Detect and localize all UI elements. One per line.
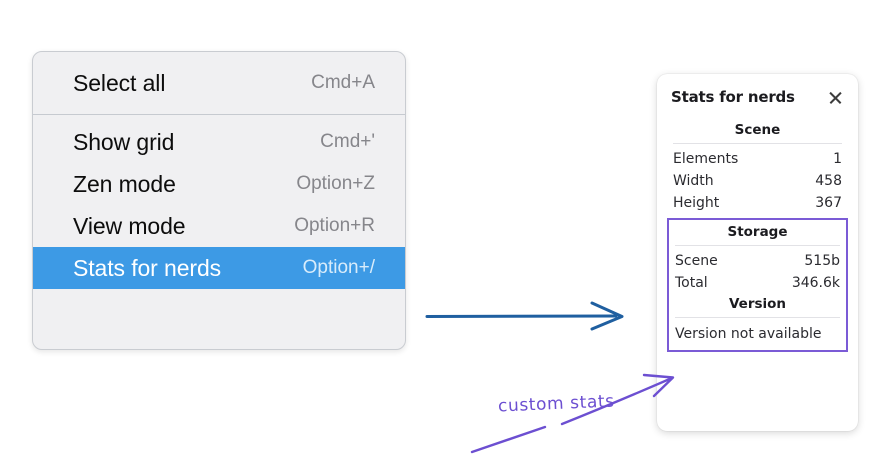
menu-item-label: Zen mode — [73, 170, 176, 197]
menu-item-label: View mode — [73, 212, 186, 239]
menu-item-zen-mode[interactable]: Zen mode Option+Z — [33, 163, 405, 205]
section-divider — [673, 143, 842, 144]
stats-panel-title: Stats for nerds — [671, 88, 795, 106]
section-heading: Version — [728, 296, 787, 312]
section-heading: Storage — [727, 224, 788, 240]
menu-item-label: Select all — [73, 69, 166, 96]
section-divider — [675, 317, 840, 318]
menu-separator — [33, 114, 405, 115]
custom-stats-annotation-label: custom stats — [497, 391, 616, 417]
stat-label: Width — [673, 173, 714, 189]
menu-group-1: Select all Cmd+A — [33, 52, 405, 114]
menu-item-show-grid[interactable]: Show grid Cmd+' — [33, 121, 405, 163]
stats-section-scene: Scene Elements 1 Width 458 Height 367 — [671, 120, 844, 214]
menu-item-shortcut: Option+/ — [302, 257, 375, 278]
version-value: Version not available — [675, 326, 822, 342]
stat-value: 515b — [804, 253, 840, 269]
stat-label: Total — [675, 275, 708, 291]
stats-panel-header: Stats for nerds — [671, 88, 844, 106]
stat-row-total-size: Total 346.6k — [673, 272, 842, 294]
menu-item-shortcut: Option+Z — [296, 173, 375, 194]
canvas-context-menu[interactable]: Select all Cmd+A Show grid Cmd+' Zen mod… — [32, 51, 406, 350]
stat-row-scene-size: Scene 515b — [673, 250, 842, 272]
stat-label: Scene — [675, 253, 718, 269]
stat-row-elements: Elements 1 — [671, 148, 844, 170]
stat-label: Height — [673, 195, 720, 211]
stats-section-version: Version Version not available — [673, 294, 842, 346]
stat-label: Elements — [673, 151, 739, 167]
custom-stats-highlight: Storage Scene 515b Total 346.6k Version … — [667, 218, 848, 352]
menu-item-shortcut: Cmd+A — [311, 72, 375, 93]
stat-value: 367 — [815, 195, 842, 211]
section-divider — [675, 245, 840, 246]
blue-arrow — [425, 301, 624, 331]
menu-item-view-mode[interactable]: View mode Option+R — [33, 205, 405, 247]
stat-value: 458 — [815, 173, 842, 189]
menu-group-2: Show grid Cmd+' Zen mode Option+Z View m… — [33, 115, 405, 295]
stats-section-storage: Storage Scene 515b Total 346.6k — [673, 222, 842, 294]
menu-item-label: Stats for nerds — [73, 254, 222, 281]
stat-value: 346.6k — [791, 275, 840, 291]
menu-item-select-all[interactable]: Select all Cmd+A — [33, 62, 405, 104]
stat-row-width: Width 458 — [671, 170, 844, 192]
menu-item-shortcut: Option+R — [294, 215, 375, 236]
menu-item-stats-for-nerds[interactable]: Stats for nerds Option+/ — [33, 247, 405, 289]
stat-value: 1 — [833, 151, 842, 167]
custom-stats-underline — [470, 425, 547, 454]
close-icon[interactable] — [827, 89, 844, 106]
stats-for-nerds-panel: Stats for nerds Scene Elements 1 Width 4… — [657, 74, 858, 431]
stat-row-height: Height 367 — [671, 192, 844, 214]
menu-item-shortcut: Cmd+' — [320, 131, 375, 152]
menu-item-label: Show grid — [73, 128, 175, 155]
section-heading: Scene — [734, 122, 781, 138]
